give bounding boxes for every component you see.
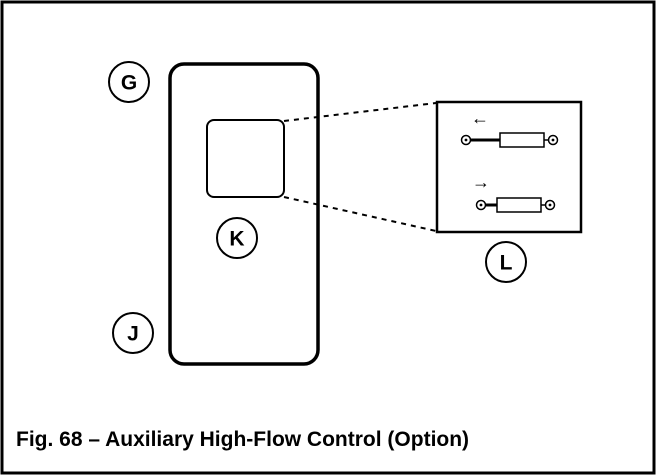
figure-caption: Fig. 68 – Auxiliary High-Flow Control (O… [16,428,469,451]
cylinder-extended-icon [475,197,556,213]
callout-l: L [485,241,527,283]
extend-arrow-icon: → [472,172,490,192]
cylinder-retracted-icon [460,132,559,148]
callout-k: K [216,217,258,259]
callout-g: G [108,61,150,103]
control-handle-outline [168,62,320,366]
retract-arrow-icon: ← [471,108,489,128]
callout-k-label: K [229,228,244,251]
callout-g-label: G [121,72,137,95]
callout-l-label: L [500,252,513,275]
callout-j-label: J [127,323,139,346]
high-flow-switch [206,119,285,198]
extend-indicator: → [472,172,490,192]
retract-indicator: ← [471,108,489,128]
callout-j: J [112,312,154,354]
